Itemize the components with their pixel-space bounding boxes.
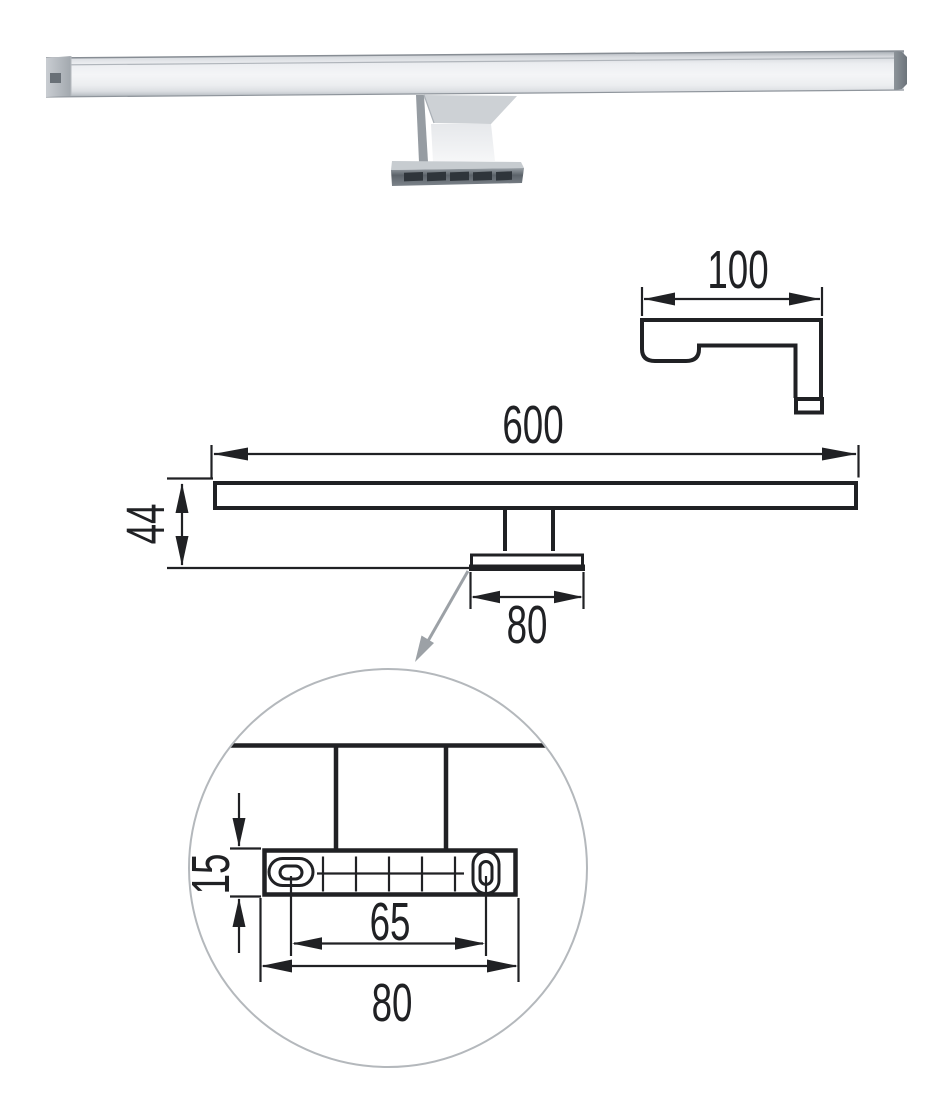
dimension-65 [289, 876, 488, 956]
arrowhead-right-icon [822, 447, 857, 461]
bracket-mirror-face [431, 124, 495, 162]
dimension-80-base: 80 [469, 572, 585, 655]
arrowhead-down-icon [175, 536, 189, 566]
base-slot [496, 171, 512, 181]
end-cap-detail [50, 73, 61, 83]
leader-arrow [415, 570, 470, 662]
dim-80-base-label: 80 [507, 594, 548, 655]
dimension-100: 100 [640, 239, 824, 316]
arrowhead-down-icon [232, 818, 246, 847]
dim-15-label: 15 [180, 854, 241, 895]
light-bar-body [46, 51, 904, 97]
base-slot [473, 171, 492, 181]
side-view: 100 [640, 239, 824, 415]
arrowhead-left-icon [261, 959, 292, 973]
arrowhead-right-icon [789, 292, 820, 306]
light-bar-profile-line [45, 57, 905, 66]
side-profile [640, 318, 824, 415]
base-slot [404, 172, 423, 182]
arrowhead-left-icon [213, 447, 248, 461]
dim-80-plate-label: 80 [372, 972, 413, 1033]
arrowhead-right-icon [455, 937, 485, 950]
light-bar-bottom-edge [45, 89, 905, 98]
bracket-arm-crease [423, 94, 435, 124]
arrowhead-right-icon [487, 959, 518, 973]
dim-65-label: 65 [370, 891, 411, 952]
base-plate-top-photo [391, 161, 524, 170]
end-cap-right [894, 51, 907, 90]
light-bar-photo [45, 50, 907, 98]
arrowhead-left-icon [292, 937, 322, 950]
arrowhead-up-icon [232, 898, 246, 927]
light-bar-top-edge [45, 50, 905, 59]
base-slot [427, 171, 446, 182]
front-view: 600 44 80 [115, 394, 860, 655]
dimension-44: 44 [115, 477, 470, 570]
detail-circle [188, 668, 588, 1068]
detail-content [190, 743, 586, 982]
dim-44-label: 44 [115, 504, 176, 545]
mount-bracket-photo [391, 94, 524, 186]
dim-100-label: 100 [707, 239, 768, 300]
terminal-row [317, 856, 464, 892]
bracket-edge-strip [416, 95, 428, 162]
base-bottom-band [469, 564, 585, 571]
arrowhead-left-icon [471, 590, 500, 604]
dimension-80-plate [259, 898, 520, 982]
arrowhead-right-icon [554, 590, 583, 604]
dimension-15 [230, 793, 261, 953]
bracket-foot [794, 397, 824, 415]
base-slot [450, 171, 469, 181]
arrowhead-up-icon [175, 483, 189, 513]
arrowhead-left-icon [644, 292, 675, 306]
leader-line [422, 570, 470, 649]
dimension-600: 600 [210, 394, 860, 478]
bracket-arm-face [424, 95, 517, 124]
mount-plate-outline [262, 848, 518, 897]
leader-arrowhead-icon [415, 635, 434, 662]
product-photo [45, 50, 907, 186]
mount-stem [503, 510, 555, 551]
mount-base [469, 553, 585, 571]
lamp-body-profile [640, 318, 701, 363]
detail-view: 15 65 80 [180, 668, 588, 1068]
dim-600-label: 600 [502, 394, 563, 455]
lamp-bar-outline [213, 481, 858, 510]
